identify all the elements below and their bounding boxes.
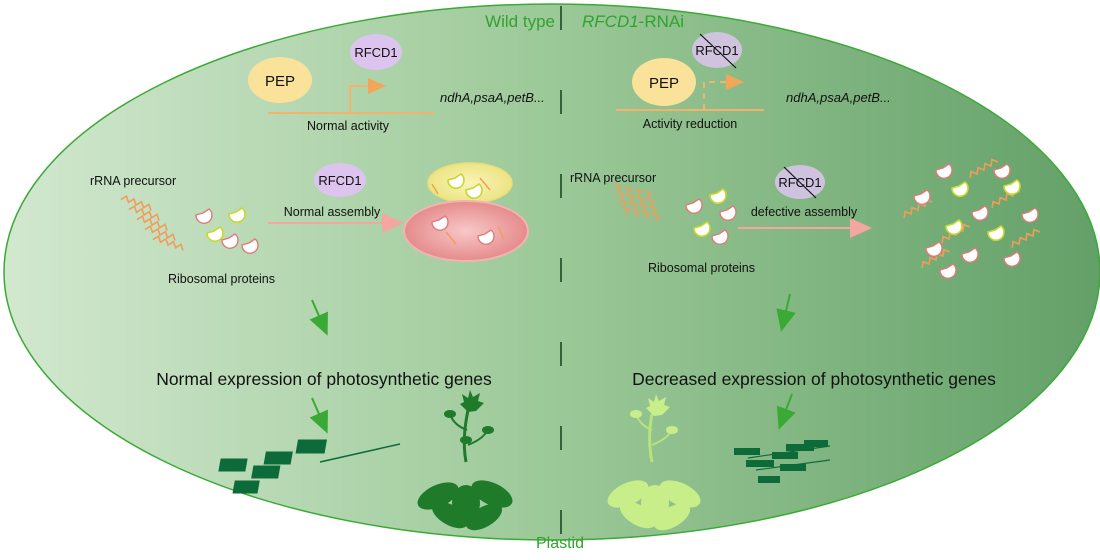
wt-pep-ellipse: [248, 57, 312, 103]
wt-rfcd1-top-label: RFCD1: [354, 45, 397, 60]
rnai-promoter-arrow: [703, 74, 744, 110]
wt-ribosomal-label: Ribosomal proteins: [168, 272, 275, 286]
wt-assembly: rRNA precursor Ribosomal proteins RFCD1 …: [90, 162, 529, 286]
wt-rfcd1-mid-ellipse: [314, 163, 366, 197]
rnai-down-arrow-2: [776, 393, 796, 430]
wt-assembly-label: Normal assembly: [284, 205, 381, 219]
rnai-rfcd1-top-strike: [699, 33, 737, 69]
rnai-pep-label: PEP: [649, 75, 679, 92]
wt-rrna-label: rRNA precursor: [90, 174, 176, 188]
wt-down-arrow-2: [309, 397, 328, 434]
wt-activity-label: Normal activity: [307, 119, 390, 133]
wt-down-arrow-1: [309, 299, 328, 336]
rnai-rfcd1-mid-strike: [783, 166, 817, 199]
wt-transcription: PEP RFCD1 Normal activity ndhA,psaA,petB…: [248, 34, 545, 133]
wt-plant-icon: [417, 390, 513, 531]
wt-large-subunit: [403, 200, 529, 262]
rnai-suffix: -RNAi: [639, 12, 684, 31]
wt-rfcd1-top-ellipse: [350, 34, 402, 70]
rnai-activity-label: Activity reduction: [643, 117, 738, 131]
rnai-assembly: rRNA precursor Ribosomal proteins RFCD1 …: [570, 156, 1041, 279]
rnai-assembly-label: defective assembly: [751, 205, 858, 219]
wild-type-header: Wild type: [485, 12, 555, 31]
rnai-outcome-label: Decreased expression of photosynthetic g…: [632, 369, 996, 389]
wt-thylakoid-stacks: [218, 439, 401, 494]
wt-pep-label: PEP: [265, 73, 295, 90]
wt-outcome-label: Normal expression of photosynthetic gene…: [156, 369, 492, 389]
rnai-genes-label: ndhA,psaA,petB...: [786, 90, 891, 105]
rnai-header: RFCD1-RNAi: [582, 12, 684, 31]
wt-promoter-arrow: [349, 78, 386, 113]
plastid-membrane: [3, 3, 1100, 541]
wt-genes-label: ndhA,psaA,petB...: [440, 90, 545, 105]
rnai-rrna-label: rRNA precursor: [570, 171, 656, 185]
rnai-thylakoid-stacks: [734, 440, 831, 483]
rnai-pep-ellipse: [632, 58, 696, 106]
wt-ribosome-contents: [431, 173, 505, 245]
rnai-gene-name: RFCD1: [582, 12, 639, 31]
wt-rfcd1-mid-label: RFCD1: [318, 173, 361, 188]
rnai-transcription: PEP RFCD1 Activity reduction ndhA,psaA,p…: [616, 32, 891, 131]
rnai-ribosomal-label: Ribosomal proteins: [648, 261, 755, 275]
rnai-down-arrow-1: [776, 293, 796, 332]
plastid-label: Plastid: [536, 535, 584, 552]
rnai-plant-icon: [607, 394, 701, 531]
